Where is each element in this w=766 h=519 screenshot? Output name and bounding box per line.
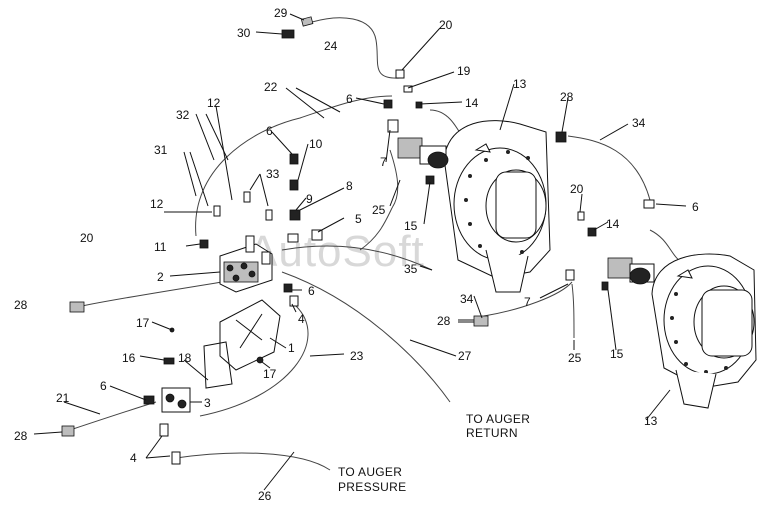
callout-6-b: 6	[266, 124, 273, 138]
callout-19: 19	[457, 64, 471, 78]
callout-28-top: 28	[560, 90, 574, 104]
callout-8: 8	[346, 179, 353, 193]
hose-27	[281, 271, 451, 403]
callout-6-a: 6	[346, 92, 353, 106]
callout-27: 27	[458, 349, 472, 363]
callout-11: 11	[154, 240, 167, 254]
callout-16: 16	[122, 351, 136, 365]
mounting-bracket	[203, 299, 281, 389]
callout-5: 5	[355, 212, 362, 226]
callout-14-top: 14	[465, 96, 479, 110]
callout-32: 32	[176, 108, 190, 122]
callout-labels: 29 30 24 20 19 13 28 34 22 6 14 32 12 6 …	[14, 6, 699, 503]
callout-4-bottom: 4	[130, 451, 137, 465]
callout-4-mid: 4	[298, 312, 305, 326]
selector-valve	[161, 387, 191, 413]
hose-22	[195, 95, 393, 237]
watermark: AutoSoft	[248, 227, 425, 276]
callout-6-e: 6	[100, 379, 107, 393]
hose-24	[311, 17, 401, 79]
callout-28-bottom: 28	[14, 429, 28, 443]
callout-20-left: 20	[80, 231, 94, 245]
callout-18: 18	[178, 351, 192, 365]
callout-35: 35	[404, 262, 418, 276]
fan-housing-right	[651, 253, 757, 409]
hose-35	[281, 245, 433, 271]
note-auger-return-line2: RETURN	[466, 426, 518, 440]
callout-7-lower: 7	[524, 295, 531, 309]
callout-20-right: 20	[570, 182, 584, 196]
callout-13-top: 13	[513, 77, 527, 91]
hose-23	[199, 305, 309, 417]
hose-26	[175, 452, 331, 471]
callout-7-top: 7	[380, 155, 387, 169]
callout-6-right: 6	[692, 200, 699, 214]
hose-34-top	[567, 135, 651, 201]
hose-25-right	[571, 283, 575, 339]
callout-23: 23	[350, 349, 364, 363]
valve-block	[219, 235, 273, 293]
note-auger-pressure-line2: PRESSURE	[338, 480, 406, 494]
callout-22: 22	[264, 80, 278, 94]
callout-28-left: 28	[14, 298, 28, 312]
note-auger-return-line1: TO AUGER	[466, 412, 530, 426]
leader-lines	[33, 13, 687, 491]
callout-15-right: 15	[610, 347, 624, 361]
callout-3: 3	[204, 396, 211, 410]
callout-28-mid: 28	[437, 314, 451, 328]
callout-31: 31	[154, 143, 168, 157]
hose-34-lower	[483, 281, 573, 317]
hose-25-left	[359, 149, 399, 251]
callout-25-right: 25	[568, 351, 582, 365]
callout-26: 26	[258, 489, 272, 503]
callout-10: 10	[309, 137, 323, 151]
callout-14-right: 14	[606, 217, 620, 231]
callout-12-top: 12	[207, 96, 221, 110]
callout-12-left: 12	[150, 197, 164, 211]
callout-34-lower: 34	[460, 292, 474, 306]
hydraulic-motor-right	[607, 257, 655, 285]
callout-20-top: 20	[439, 18, 453, 32]
callout-33: 33	[266, 167, 280, 181]
callout-9: 9	[306, 192, 313, 206]
fan-housing-left	[443, 120, 551, 293]
callout-17-left: 17	[136, 316, 150, 330]
callout-34-top: 34	[632, 116, 646, 130]
callout-29: 29	[274, 6, 288, 20]
callout-21: 21	[56, 391, 70, 405]
callout-2: 2	[157, 270, 164, 284]
callout-25-left: 25	[372, 203, 386, 217]
hose-21	[69, 401, 157, 431]
callout-15-top: 15	[404, 219, 418, 233]
callout-6-d: 6	[308, 284, 315, 298]
callout-13-bottom: 13	[644, 414, 658, 428]
note-auger-pressure-line1: TO AUGER	[338, 465, 402, 479]
hydraulic-motor-left	[397, 137, 449, 169]
callout-30: 30	[237, 26, 251, 40]
callout-1: 1	[288, 341, 295, 355]
hose-20-left	[81, 281, 223, 307]
callout-24: 24	[324, 39, 338, 53]
callout-17-right: 17	[263, 367, 277, 381]
